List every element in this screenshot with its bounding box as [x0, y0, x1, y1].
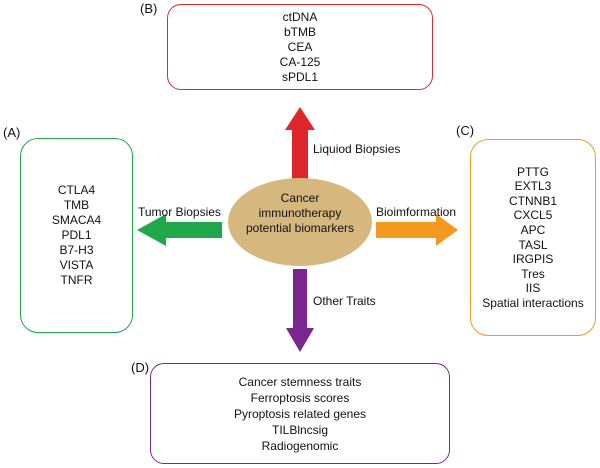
biomarker-item: CA-125: [279, 54, 321, 69]
box-d-other-trait-markers: Cancer stemness traits Ferroptosis score…: [150, 363, 450, 464]
biomarker-item: SMACA4: [51, 213, 102, 227]
biomarker-item: B7-H3: [59, 243, 94, 257]
arrow-left-tumor-biopsies: [137, 214, 222, 246]
biomarker-item: Cancer stemness traits: [238, 374, 362, 389]
biomarker-item: Radiogenomic: [261, 438, 339, 453]
center-label-line: immunotherapy: [258, 206, 342, 220]
biomarker-item: PDL1: [61, 228, 92, 242]
label-tumor-biopsies: Tumor Biopsies: [138, 205, 221, 219]
center-label-line: Cancer: [280, 191, 320, 205]
biomarker-item: APC: [520, 222, 546, 237]
box-b-liquid-biopsy-markers: ctDNA bTMB CEA CA-125 sPDL1: [167, 4, 433, 90]
panel-letter-b: (B): [140, 1, 158, 16]
arrow-right-bioinformation: [376, 214, 458, 246]
center-label-line: potential biomarkers: [245, 221, 355, 235]
biomarker-item: CEA: [287, 39, 313, 54]
label-liquid-biopsies: Liquiod Biopsies: [313, 142, 401, 156]
biomarker-item: TMB: [63, 198, 90, 212]
biomarker-item: CXCL5: [513, 208, 553, 223]
panel-letter-c: (C): [456, 123, 475, 138]
center-ellipse: [228, 178, 372, 266]
box-a-tumor-biopsy-markers: CTLA4 TMB SMACA4 PDL1 B7-H3 VISTA TNFR: [20, 138, 133, 333]
biomarker-item: TNFR: [60, 273, 93, 287]
biomarker-item: bTMB: [283, 24, 316, 39]
biomarker-item: TASL: [518, 237, 548, 252]
label-other-traits: Other Traits: [313, 294, 376, 308]
biomarker-item: TILBlncsig: [271, 422, 329, 437]
biomarker-item: IRGPIS: [512, 252, 554, 267]
biomarker-item: CTLA4: [57, 183, 96, 197]
arrow-up-liquid-biopsies: [285, 107, 315, 185]
box-c-bioinformation-markers: PTTG EXTL3 CTNNB1 CXCL5 APC TASL IRGPIS …: [470, 139, 596, 336]
biomarker-item: Ferroptosis scores: [250, 390, 350, 405]
biomarker-item: IIS: [525, 281, 541, 296]
panel-letter-d: (D): [131, 360, 150, 375]
arrow-down-other-traits: [286, 269, 314, 352]
biomarker-item: Spatial interactions: [482, 295, 584, 310]
biomarker-item: ctDNA: [282, 9, 318, 24]
biomarker-item: PTTG: [517, 164, 549, 179]
biomarker-item: EXTL3: [514, 179, 552, 194]
label-bioinformation: Bioimformation: [376, 205, 457, 219]
biomarker-item: sPDL1: [281, 69, 319, 84]
center-label: Cancer immunotherapy potential biomarker…: [232, 191, 368, 236]
biomarker-item: VISTA: [59, 258, 94, 272]
biomarker-item: CTNNB1: [508, 193, 557, 208]
biomarker-item: Tres: [521, 266, 545, 281]
biomarker-item: Pyroptosis related genes: [233, 406, 367, 421]
panel-letter-a: (A): [3, 125, 21, 140]
